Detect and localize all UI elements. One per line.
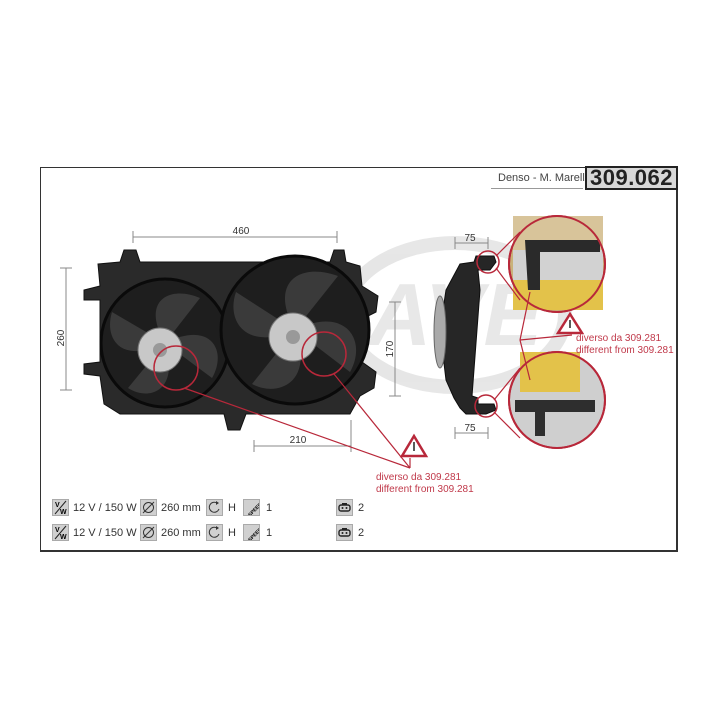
svg-text:75: 75: [464, 233, 476, 244]
highlight-circle-side-top: [476, 250, 500, 274]
detail-photo-bottom: [508, 351, 606, 449]
fan-assembly-front-view: [83, 249, 379, 431]
rotation-direction-icon: [206, 524, 223, 541]
note-side-it: diverso da 309.281: [576, 333, 662, 344]
note-side: diverso da 309.281 different from 309.28…: [576, 333, 674, 357]
svg-text:SPEED: SPEED: [247, 527, 259, 540]
brand-label: Denso - M. Marelli: [498, 172, 588, 184]
svg-text:460: 460: [233, 226, 250, 237]
voltage-power-value: 12 V / 150 W: [73, 502, 137, 514]
note-side-en: different from 309.281: [576, 345, 674, 356]
dimension-side-bottom: 75: [454, 423, 489, 439]
dimension-width: 460: [132, 226, 338, 243]
fan-assembly-side-view: [433, 250, 500, 418]
connector-icon: [336, 524, 353, 541]
speed-icon: SPEED: [243, 524, 264, 543]
detail-photo-top: [508, 215, 606, 313]
rotation-value: H: [228, 527, 236, 539]
diameter-value: 260 mm: [161, 502, 201, 514]
diameter-value: 260 mm: [161, 527, 201, 539]
highlight-circle-left: [153, 345, 199, 391]
speed-icon: SPEED: [243, 499, 264, 518]
highlight-circle-side-bottom: [474, 394, 498, 418]
svg-text:W: W: [60, 509, 67, 515]
svg-text:SPEED: SPEED: [247, 502, 259, 515]
dimension-height: 260: [56, 267, 72, 391]
dimension-170: 170: [385, 301, 401, 397]
header-rule: [491, 188, 583, 189]
connector-icon: [336, 499, 353, 516]
note-front-en: different from 309.281: [376, 484, 474, 495]
svg-text:170: 170: [385, 340, 396, 357]
speed-value: 1: [266, 502, 273, 514]
warning-triangle-icon: [399, 433, 429, 458]
note-front-it: diverso da 309.281: [376, 472, 462, 483]
dimension-hub-offset: 210: [253, 420, 352, 452]
svg-text:260: 260: [56, 329, 67, 346]
note-front: diverso da 309.281 different from 309.28…: [376, 472, 474, 496]
diameter-icon: [140, 524, 157, 541]
speed-value: 1: [266, 527, 273, 539]
svg-text:210: 210: [290, 435, 307, 446]
highlight-circle-right: [301, 331, 347, 377]
connector-pins-value: 2: [358, 502, 365, 514]
rotation-direction-icon: [206, 499, 223, 516]
svg-text:V: V: [55, 502, 60, 509]
svg-text:75: 75: [464, 423, 476, 434]
warning-triangle-icon: [555, 311, 585, 335]
svg-text:V: V: [55, 527, 60, 534]
svg-text:W: W: [60, 534, 67, 540]
part-number: 309.062: [585, 166, 678, 190]
voltage-power-value: 12 V / 150 W: [73, 527, 137, 539]
rotation-value: H: [228, 502, 236, 514]
connector-pins-value: 2: [358, 527, 365, 539]
diameter-icon: [140, 499, 157, 516]
callout-lines: [183, 231, 573, 469]
dimension-side-top: 75: [454, 233, 489, 249]
